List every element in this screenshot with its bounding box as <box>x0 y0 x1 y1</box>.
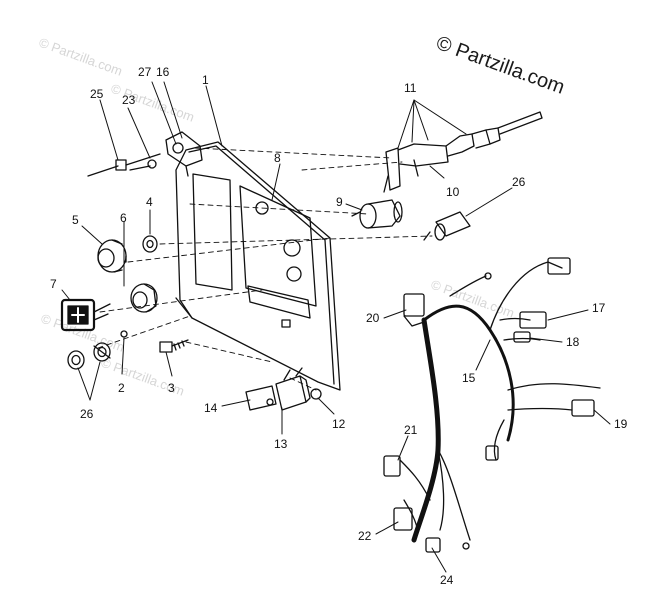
callout-labels: 1 27 16 25 23 8 4 5 6 7 9 11 10 26 2 3 2… <box>50 65 628 587</box>
callout-12: 12 <box>332 417 346 431</box>
ignition-switch <box>383 111 543 193</box>
lock-nut <box>130 283 158 313</box>
callout-23: 23 <box>122 93 136 107</box>
callout-18: 18 <box>566 335 580 349</box>
callout-16: 16 <box>156 65 170 79</box>
toggle-switch <box>423 211 471 241</box>
callout-20: 20 <box>366 311 380 325</box>
callout-11: 11 <box>404 81 417 95</box>
panel-bolt <box>159 339 189 353</box>
callout-21: 21 <box>404 423 418 437</box>
callout-7: 7 <box>50 277 57 291</box>
callout-17: 17 <box>592 301 606 315</box>
wiring-harness <box>383 257 601 553</box>
callout-6: 6 <box>120 211 127 225</box>
callout-4: 4 <box>146 195 153 209</box>
rivet <box>120 330 128 338</box>
hex-nut <box>310 388 322 400</box>
callout-26-right: 26 <box>512 175 526 189</box>
partzilla-watermark: © Partzilla.com <box>433 32 567 99</box>
faint-watermark: © Partzilla.com <box>37 35 124 79</box>
gauge-ring <box>97 239 127 273</box>
callout-27: 27 <box>138 65 152 79</box>
switch-bezel-pair <box>67 342 111 370</box>
hinge-bracket <box>165 131 203 177</box>
callout-9: 9 <box>336 195 343 209</box>
assembly-guide-lines <box>97 147 433 391</box>
callout-13: 13 <box>274 437 288 451</box>
resistor-block <box>275 367 311 411</box>
callout-3: 3 <box>168 381 175 395</box>
faint-watermark: © Partzilla.com <box>429 277 516 321</box>
lock-washer <box>142 235 158 253</box>
callout-22: 22 <box>358 529 372 543</box>
callout-19: 19 <box>614 417 628 431</box>
panel-switch <box>351 199 403 229</box>
callout-8: 8 <box>274 151 281 165</box>
indicator-light <box>60 298 111 332</box>
screw-25 <box>87 153 161 177</box>
callout-26-left: 26 <box>80 407 94 421</box>
callout-15: 15 <box>462 371 476 385</box>
callout-14: 14 <box>204 401 218 415</box>
instrument-panel <box>175 141 341 391</box>
callout-1: 1 <box>202 73 209 87</box>
callout-10: 10 <box>446 185 460 199</box>
callout-25: 25 <box>90 87 104 101</box>
mounting-bracket <box>245 385 277 411</box>
leader-lines <box>61 81 611 573</box>
callout-24: 24 <box>440 573 454 587</box>
callout-5: 5 <box>72 213 79 227</box>
callout-2: 2 <box>118 381 125 395</box>
screw-23 <box>129 159 157 171</box>
